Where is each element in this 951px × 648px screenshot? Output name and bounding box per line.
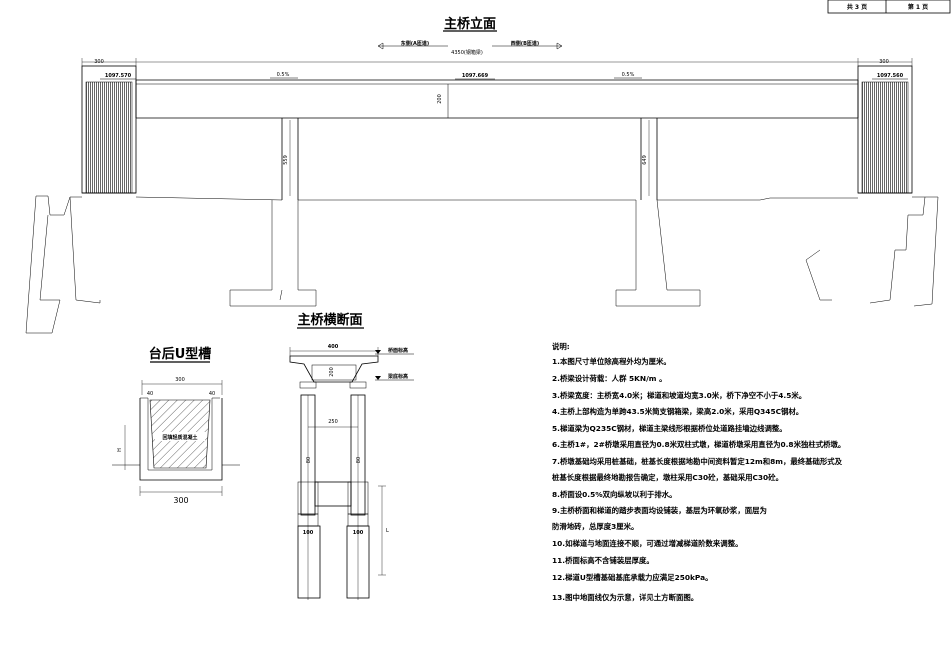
right-elevation: 1097.560 bbox=[877, 73, 904, 79]
note-item: 1.本图尺寸单位除高程外均为厘米。 bbox=[552, 357, 671, 366]
steel-box-girder: 200 bbox=[135, 79, 859, 119]
main-bridge-cross-section: 主桥横断面 400 桥面标高 梁底标高 200 250 80 80 bbox=[289, 312, 414, 600]
beam-bottom-label: 梁底标高 bbox=[387, 373, 408, 380]
ground-and-foundations bbox=[25, 192, 939, 334]
note-item: 9.主桥桥面和梯道的踏步表面均设铺装，基层为环氧砂浆，面层为 bbox=[552, 506, 767, 515]
note-item: 6.主桥1#，2#桥墩采用直径为0.8米双柱式墩，梯道桥墩采用直径为0.8米独柱… bbox=[552, 440, 845, 449]
note-item: 7.桥墩基础均采用桩基础，桩基长度根据地勘中间资料暂定12m和8m，最终基础形式… bbox=[552, 457, 843, 466]
ushape-top-width: 300 bbox=[175, 377, 185, 383]
right-slope: 0.5% bbox=[622, 72, 635, 78]
note-item: 桩基长度根据最终地勘报告确定，墩柱采用C30砼，基础采用C30砼。 bbox=[552, 473, 783, 482]
design-notes: 说明: 1.本图尺寸单位除高程外均为厘米。 2.桥梁设计荷载：人群 5KN/m … bbox=[552, 342, 845, 602]
title-block: 共 3 页 第 1 页 bbox=[827, 0, 951, 14]
note-item: 12.梯道U型槽基础基底承载力应满足250kPa。 bbox=[552, 573, 713, 582]
note-item: 3.桥梁宽度：主桥宽4.0米；梯道和坡道均宽3.0米，桥下净空不小于4.5米。 bbox=[552, 391, 806, 401]
ushape-bottom-width: 300 bbox=[173, 496, 188, 505]
ushape-title: 台后U型槽 bbox=[149, 346, 212, 362]
cross-section-title: 主桥横断面 bbox=[297, 312, 362, 328]
u-shape-groove: 台后U型槽 300 40 40 回填轻质混凝土 H 300 bbox=[112, 346, 240, 505]
note-item: 4.主桥上部构造为单跨43.5米简支钢箱梁，梁高2.0米，采用Q345C钢材。 bbox=[552, 407, 803, 416]
elevation-title: 主桥立面 bbox=[444, 16, 496, 32]
main-bridge-elevation: 主桥立面 东侧(A匝道) 西侧(B匝道) 4350(钢箱梁) 300 300 1… bbox=[25, 16, 939, 334]
left-slope: 0.5% bbox=[277, 72, 290, 78]
pier-spacing-dim: 250 bbox=[328, 419, 338, 425]
deck-width-dim: 400 bbox=[328, 344, 339, 350]
pile-length-label: L bbox=[386, 528, 389, 534]
note-item: 2.桥梁设计荷载：人群 5KN/m 。 bbox=[552, 374, 666, 383]
left-pile-dim: 100 bbox=[303, 530, 314, 536]
ushape-height-label: H bbox=[117, 448, 123, 452]
ushape-wall-right: 40 bbox=[209, 391, 215, 397]
left-column-dim: 80 bbox=[306, 457, 312, 463]
left-pier: 559 bbox=[281, 118, 299, 200]
left-pier-height: 559 bbox=[283, 155, 289, 165]
note-item: 防滑地砖，总厚度3厘米。 bbox=[552, 522, 638, 531]
note-item: 5.梯道梁为Q235C钢材，梯道主梁线形根据桥位处道路挂墙边线调整。 bbox=[552, 424, 787, 433]
note-item: 10.如梯道与地面连接不顺，可通过增减梯道阶数来调整。 bbox=[552, 539, 742, 548]
ushape-fill-label: 回填轻质混凝土 bbox=[162, 434, 197, 441]
direction-labels: 东侧(A匝道) 西侧(B匝道) 4350(钢箱梁) bbox=[377, 40, 563, 56]
left-abutment-width: 300 bbox=[94, 59, 104, 65]
note-item: 13.图中地面线仅为示意，详见土方断面图。 bbox=[552, 593, 698, 602]
girder-height-dim: 200 bbox=[437, 94, 443, 104]
span-label: 4350(钢箱梁) bbox=[451, 49, 483, 56]
left-elevation: 1097.570 bbox=[105, 73, 132, 79]
right-pier-height: 649 bbox=[642, 155, 648, 165]
ushape-wall-left: 40 bbox=[147, 391, 153, 397]
note-item: 8.桥面设0.5%双向纵坡以利于排水。 bbox=[552, 490, 677, 499]
deck-elevation-label: 桥面标高 bbox=[388, 347, 408, 354]
west-side-label: 西侧(B匝道) bbox=[511, 40, 539, 47]
pier-columns: 80 80 bbox=[297, 394, 370, 600]
right-column-dim: 80 bbox=[356, 457, 362, 463]
page-number: 第 1 页 bbox=[907, 3, 928, 11]
notes-title: 说明: bbox=[552, 342, 570, 351]
right-pier: 649 bbox=[640, 118, 658, 200]
right-pile-dim: 100 bbox=[353, 530, 364, 536]
mid-elevation: 1097.669 bbox=[462, 73, 489, 79]
note-item: 11.桥面标高不含铺装层厚度。 bbox=[552, 556, 654, 565]
total-pages: 共 3 页 bbox=[847, 3, 867, 11]
east-side-label: 东侧(A匝道) bbox=[401, 40, 429, 47]
right-abutment-width: 300 bbox=[879, 59, 889, 65]
deck-depth-dim: 200 bbox=[329, 367, 335, 377]
